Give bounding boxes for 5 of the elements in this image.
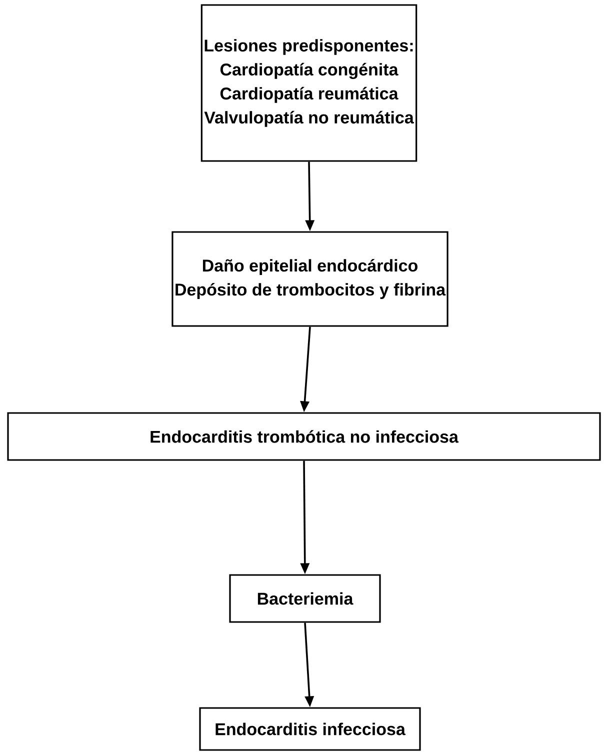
process-box: Endocarditis trombótica no infecciosa xyxy=(7,412,601,461)
process-box: Lesiones predisponentes: Cardiopatía congénita Cardiopatía reumática Valvulopatía no reumática xyxy=(200,4,418,162)
process-box: Bacteriemia xyxy=(229,574,381,623)
process-box: Endocarditis infecciosa xyxy=(199,707,421,751)
process-box: Daño epitelial endocárdico Depósito de trombocitos y fibrina xyxy=(172,231,448,327)
